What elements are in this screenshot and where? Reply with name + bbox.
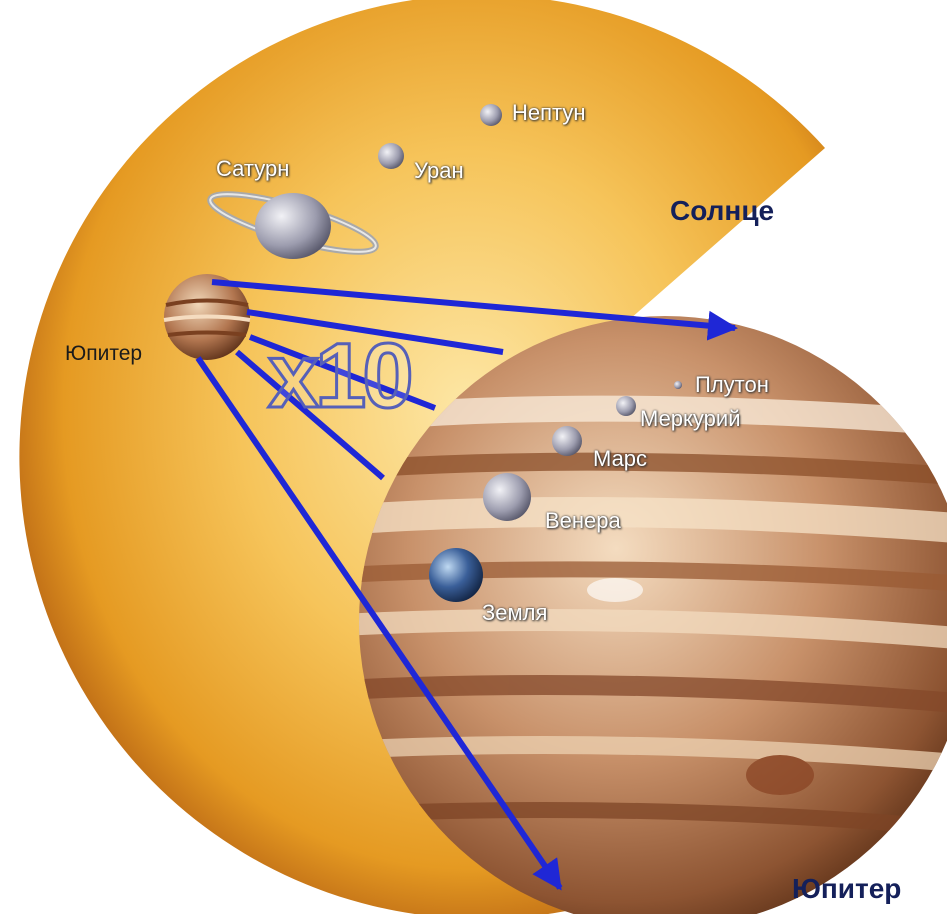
- arrow-line-3: [235, 349, 385, 481]
- venus-icon: [483, 473, 531, 521]
- uranus-icon: [378, 143, 404, 169]
- arrow-line-2: [248, 334, 437, 411]
- saturn-icon: [207, 191, 379, 259]
- jupiter-small-label: Юпитер: [65, 342, 143, 365]
- neptune-icon: [480, 104, 502, 126]
- earth-label: Земля: [482, 600, 548, 625]
- scale-factor-label: x10: [267, 325, 415, 427]
- arrow-group: [195, 279, 738, 891]
- jupiter-large-label: Юпитер: [792, 873, 902, 904]
- pluto-label: Плутон: [695, 372, 769, 397]
- neptune-label: Нептун: [512, 100, 586, 125]
- pluto-icon: [674, 381, 682, 389]
- venus-label: Венера: [545, 508, 621, 533]
- saturn-label: Сатурн: [216, 156, 290, 181]
- arrow-to-jupiter-bottom: [195, 356, 563, 891]
- earth-icon: [429, 548, 483, 602]
- uranus-label: Уран: [414, 158, 464, 183]
- arrow-line-1: [246, 309, 504, 355]
- jupiter-small-icon: [163, 274, 251, 360]
- mercury-icon: [616, 396, 636, 416]
- mars-label: Марс: [593, 446, 648, 471]
- mars-icon: [552, 426, 582, 456]
- arrow-to-sun: [211, 279, 738, 341]
- sun-label: Солнце: [670, 195, 775, 226]
- mercury-label: Меркурий: [640, 406, 741, 431]
